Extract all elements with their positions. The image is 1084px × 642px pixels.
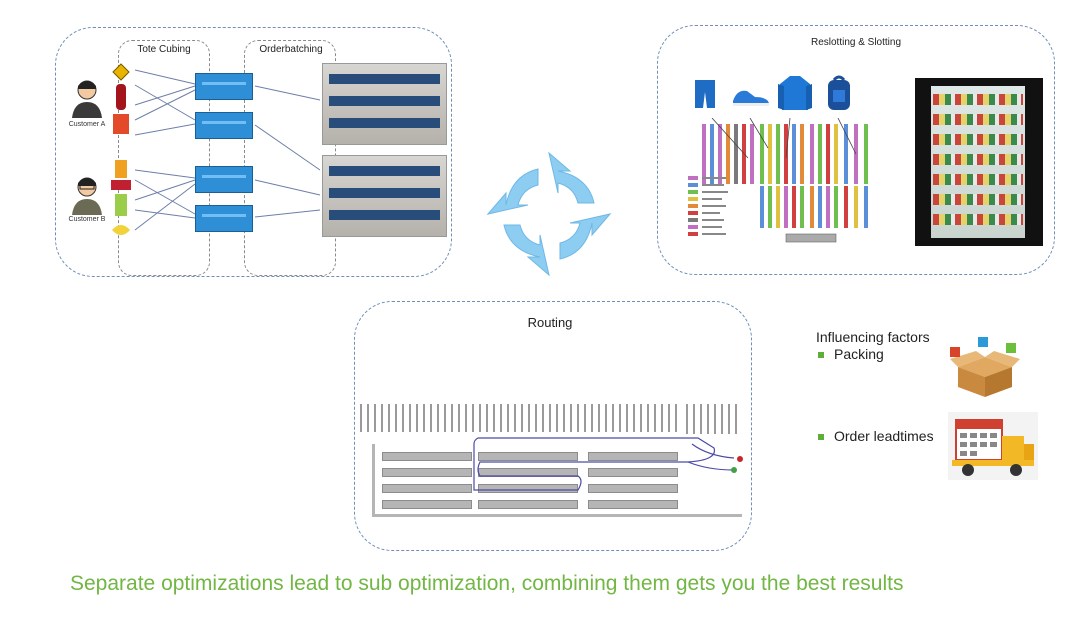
person-icon (72, 80, 102, 118)
shoe-icon (733, 90, 769, 106)
reslotting-slotting-title: Reslotting & Slotting (810, 37, 902, 48)
product-icon (111, 63, 131, 235)
cart-photo (322, 63, 447, 145)
factor-label: Order leadtimes (834, 428, 934, 444)
customer-b-label: Customer B (68, 216, 106, 223)
influencing-factors-title: Influencing factors (816, 329, 930, 345)
warehouse-floor-plan (358, 400, 748, 520)
tote-icon (195, 73, 253, 100)
refrigerated-shelf-photo (915, 78, 1043, 246)
jacket-icon (778, 76, 812, 110)
cycle-arrows-icon (486, 151, 612, 277)
connection-lines (134, 69, 321, 231)
tote-icon (195, 205, 253, 232)
tote-icon (195, 166, 253, 193)
backpack-icon (828, 75, 850, 110)
orderbatching-label: Orderbatching (259, 44, 323, 55)
tote-cubing-label: Tote Cubing (137, 44, 191, 55)
truck-calendar-icon (948, 412, 1038, 480)
route-path (473, 437, 743, 491)
cart-photo (322, 155, 447, 237)
tote-cubing-box (118, 40, 210, 276)
routing-title: Routing (527, 315, 573, 330)
person-icon (72, 177, 102, 215)
bullet-marker (818, 434, 824, 441)
customer-a-label: Customer A (68, 121, 106, 128)
box-icon (950, 337, 1020, 397)
bullet-marker (818, 352, 824, 359)
footer-statement: Separate optimizations lead to sub optim… (70, 572, 904, 595)
tote-icon (195, 112, 253, 139)
factor-item-packing: Packing (818, 346, 884, 362)
slotting-layout-diagram (688, 118, 868, 243)
factor-label: Packing (834, 346, 884, 362)
shorts-icon (695, 80, 715, 108)
factor-item-order-leadtimes: Order leadtimes (818, 428, 934, 444)
